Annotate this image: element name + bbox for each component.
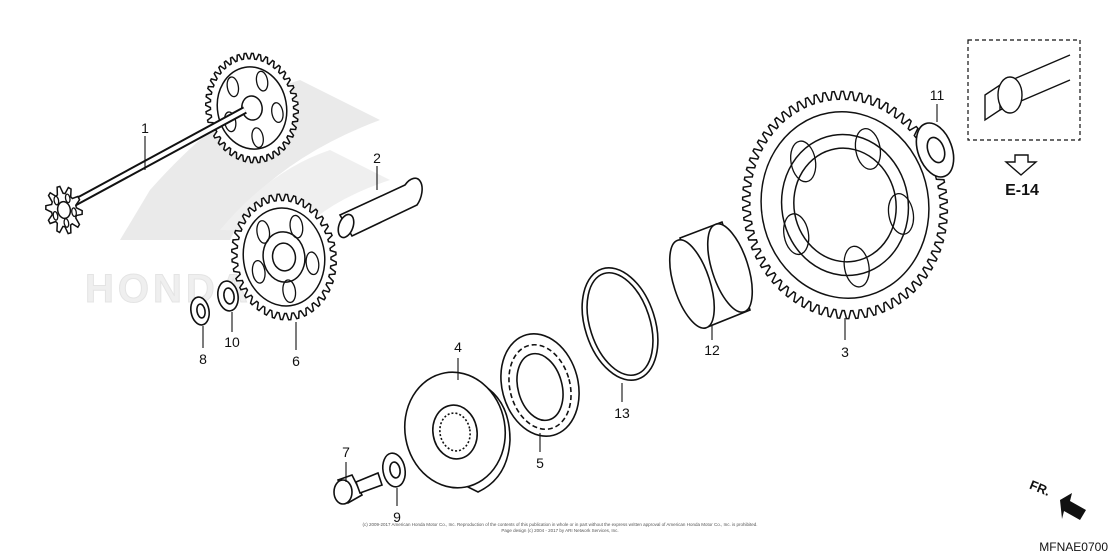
callout-12: 12 <box>704 342 720 358</box>
callout-4: 4 <box>454 339 462 355</box>
part-5-one-way-clutch <box>500 333 580 437</box>
part-10-lock-washer <box>217 280 239 312</box>
front-direction-arrow-icon <box>1060 493 1086 520</box>
callout-7: 7 <box>342 444 350 460</box>
callout-3: 3 <box>841 344 849 360</box>
copyright-notice: (c) 2009-2017 American Honda Motor Co., … <box>280 522 840 534</box>
part-12-needle-bearing <box>668 220 754 330</box>
callout-1: 1 <box>141 120 149 136</box>
down-arrow-icon <box>1004 154 1038 176</box>
part-13-snap-ring <box>581 266 659 382</box>
callout-11: 11 <box>929 87 945 103</box>
part-11-thrust-washer <box>915 122 955 178</box>
part-9-washer <box>381 452 407 488</box>
part-6-idle-gear <box>231 193 337 321</box>
copyright-line-2: Page design (c) 2004 - 2017 by ARI Netwo… <box>501 528 619 533</box>
part-4-clutch-outer <box>403 371 511 493</box>
leader-lines <box>144 104 938 506</box>
part-2-collar <box>337 177 423 239</box>
callout-9: 9 <box>393 509 401 525</box>
callout-10: 10 <box>224 334 240 350</box>
part-1-driven-gear <box>204 52 300 164</box>
reference-label-e14[interactable]: E-14 <box>1005 182 1039 199</box>
callout-5: 5 <box>536 455 544 471</box>
callout-6: 6 <box>292 353 300 369</box>
diagram-code: MFNAE0700 <box>1039 540 1108 554</box>
copyright-line-1: (c) 2009-2017 American Honda Motor Co., … <box>362 522 758 527</box>
part-3-starter-driven-gear <box>741 90 949 320</box>
part-7-flange-bolt <box>333 471 384 505</box>
callout-13: 13 <box>614 405 630 421</box>
part-1-starter-shaft <box>45 106 247 235</box>
part-1-small-pinion <box>45 185 83 235</box>
callout-2: 2 <box>373 150 381 166</box>
inset-reference-box <box>967 39 1081 141</box>
callout-8: 8 <box>199 351 207 367</box>
part-8-washer <box>190 296 210 326</box>
part-1-pinion-teeth <box>45 185 83 235</box>
